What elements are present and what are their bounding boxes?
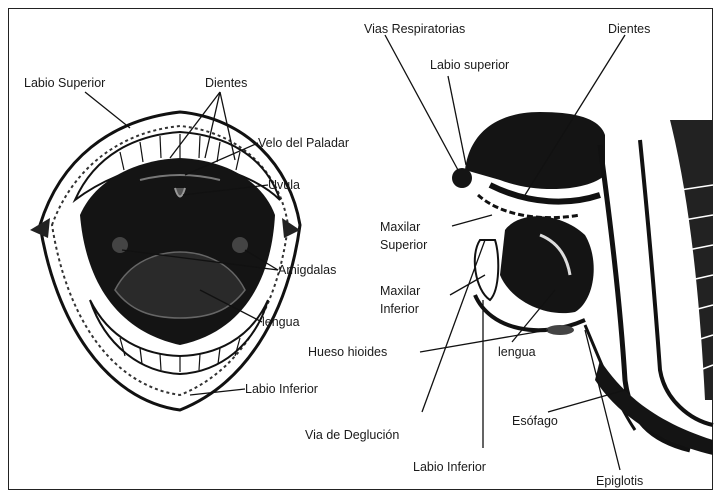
label-maxilar-inferior-1: Maxilar (380, 284, 420, 298)
label-epiglotis: Epiglotis (596, 474, 643, 488)
label-hueso-hioides: Hueso hioides (308, 345, 387, 359)
label-maxilar-inferior-2: Inferior (380, 302, 419, 316)
label-labio-superior-left: Labio Superior (24, 76, 105, 90)
label-maxilar-superior-1: Maxilar (380, 220, 420, 234)
label-labio-inferior-left: Labio Inferior (245, 382, 318, 396)
label-dientes-left: Dientes (205, 76, 247, 90)
sagittal-section-illustration (452, 112, 713, 455)
open-mouth-illustration (30, 112, 300, 410)
spine (670, 120, 713, 400)
label-via-de-deglucion: Via de Deglución (305, 428, 399, 442)
label-lengua-left: lengua (262, 315, 300, 329)
leader-labio-superior-right (448, 76, 466, 165)
leader-maxilar-superior (452, 215, 492, 226)
nostril (452, 168, 472, 188)
leader-via-deglucion (422, 240, 485, 412)
label-labio-inferior-right: Labio Inferior (413, 460, 486, 474)
leader-labio-superior-left (85, 92, 130, 128)
label-velo-del-paladar: Velo del Paladar (258, 136, 349, 150)
lips-section (475, 240, 498, 300)
label-amigdalas: Amigdalas (278, 263, 336, 277)
label-vias-respiratorias: Vias Respiratorias (364, 22, 465, 36)
label-dientes-right: Dientes (608, 22, 650, 36)
label-labio-superior-right: Labio superior (430, 58, 509, 72)
label-lengua-right: lengua (498, 345, 536, 359)
hyoid-bone (546, 325, 574, 335)
leader-vias (385, 35, 458, 170)
tongue-section (500, 216, 594, 313)
upper-head-mass (465, 112, 605, 189)
label-maxilar-superior-2: Superior (380, 238, 427, 252)
label-uvula: Uvula (268, 178, 300, 192)
label-esofago: Esófago (512, 414, 558, 428)
